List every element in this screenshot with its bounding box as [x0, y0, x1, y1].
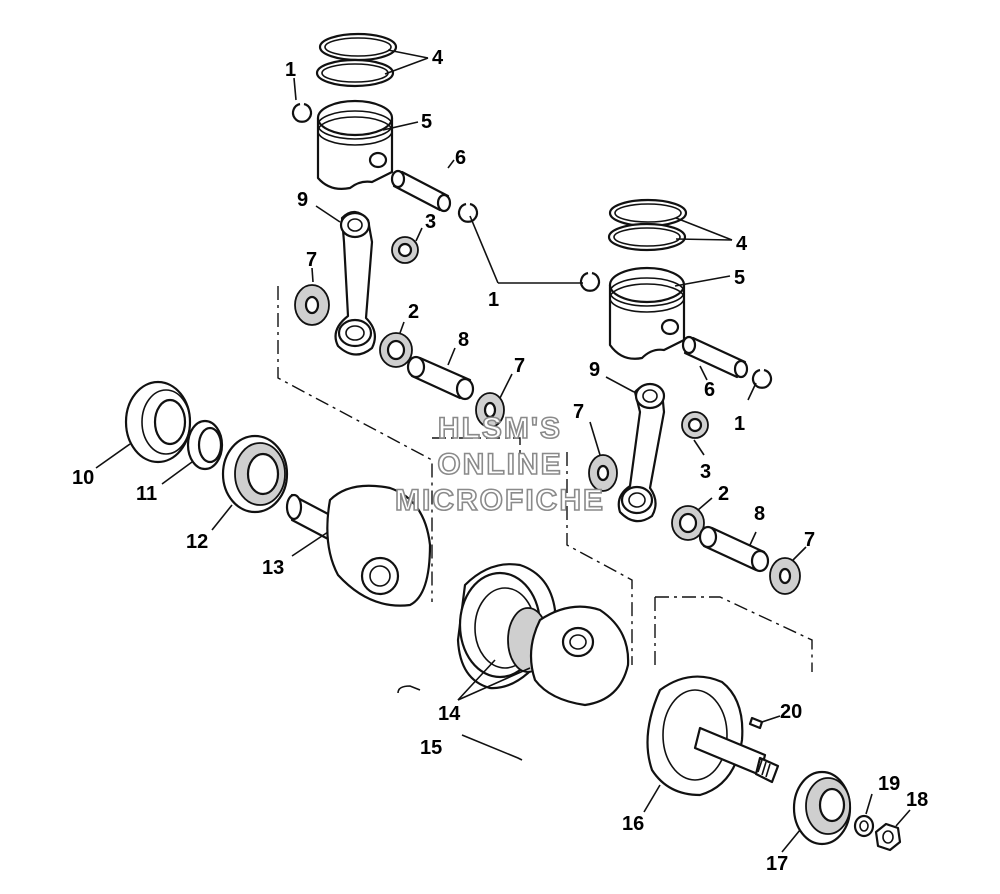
main-bearing-inner-left: [221, 434, 289, 514]
thrust-washer-left-lower: [475, 392, 505, 428]
callout-7-left-upper: 7: [306, 249, 317, 271]
callout-9-left: 9: [297, 189, 308, 211]
crankshaft-left-half: [285, 484, 432, 607]
callout-20: 20: [780, 701, 802, 723]
lock-washer: [853, 814, 875, 838]
piston-right: [608, 266, 686, 360]
woodruff-key: [748, 716, 764, 730]
callout-1-middle: 1: [488, 289, 499, 311]
callout-16: 16: [622, 813, 644, 835]
connecting-rod-right: [617, 382, 666, 523]
connecting-rod-left: [334, 210, 377, 356]
callout-10: 10: [72, 467, 94, 489]
crankshaft-center-section: [456, 563, 630, 707]
spacer-ring-left: [186, 419, 224, 471]
crankshaft-right-half: [646, 675, 780, 797]
piston-ring-set-right: [607, 198, 688, 252]
callout-14: 14: [438, 703, 461, 725]
piston-pin-circlip-left: [291, 102, 479, 223]
main-bearing-right: [792, 770, 852, 846]
crank-pin-right: [698, 525, 770, 573]
callout-4-right: 4: [736, 233, 748, 255]
callout-19: 19: [878, 773, 900, 795]
callout-17: 17: [766, 853, 788, 875]
callout-2-left: 2: [408, 301, 419, 323]
leader-lines: [95, 49, 911, 853]
watermark-line-1: HLSM'S: [438, 412, 562, 445]
needle-bearing-big-end-left: [379, 332, 413, 368]
callout-3-right: 3: [700, 461, 711, 483]
piston-pin-left: [390, 169, 452, 213]
callout-5-right: 5: [734, 267, 745, 289]
crank-pin-left: [406, 355, 475, 401]
callout-3-left: 3: [425, 211, 436, 233]
callout-labels: 1 4 5 6 9 3 7 2 8 7 1 4 5 9 6 1 7 3 2 8 …: [72, 47, 928, 875]
callout-8-left: 8: [458, 329, 469, 351]
needle-bearing-big-end-right: [671, 505, 705, 541]
watermark-line-2: ONLINE: [437, 448, 562, 481]
needle-bearing-small-end-right: [681, 411, 709, 439]
callout-1-right: 1: [734, 413, 745, 435]
thrust-washer-right-upper: [588, 454, 618, 492]
callout-15: 15: [420, 737, 442, 759]
callout-7-right-lower: 7: [804, 529, 815, 551]
callout-7-left-lower: 7: [514, 355, 525, 377]
thrust-washer-right-lower: [769, 557, 801, 595]
callout-9-right: 9: [589, 359, 600, 381]
callout-13: 13: [262, 557, 284, 579]
callout-6-right: 6: [704, 379, 715, 401]
callout-18: 18: [906, 789, 928, 811]
thrust-washer-left-upper: [294, 284, 330, 326]
callout-12: 12: [186, 531, 208, 553]
callout-1-top: 1: [285, 59, 296, 81]
piston-left: [316, 99, 394, 190]
callout-4-left: 4: [432, 47, 444, 69]
callout-8-right: 8: [754, 503, 765, 525]
watermark-line-3: MICROFICHE: [395, 484, 605, 517]
piston-pin-circlip-right: [579, 271, 773, 389]
needle-bearing-small-end-left: [391, 236, 419, 264]
callout-6-left: 6: [455, 147, 466, 169]
main-bearing-outer-left: [124, 380, 192, 464]
assembly-guide-lines: [277, 286, 813, 672]
crankshaft-nut: [874, 822, 902, 852]
callout-11: 11: [136, 483, 157, 505]
callout-7-right-upper: 7: [573, 401, 584, 423]
piston-ring-set-left: [315, 32, 398, 88]
piston-pin-right: [681, 335, 749, 379]
callout-5-left: 5: [421, 111, 432, 133]
crankshaft-seal-bracket: [397, 685, 523, 761]
callout-2-right: 2: [718, 483, 729, 505]
watermark: HLSM'S ONLINE MICROFICHE: [394, 411, 605, 518]
